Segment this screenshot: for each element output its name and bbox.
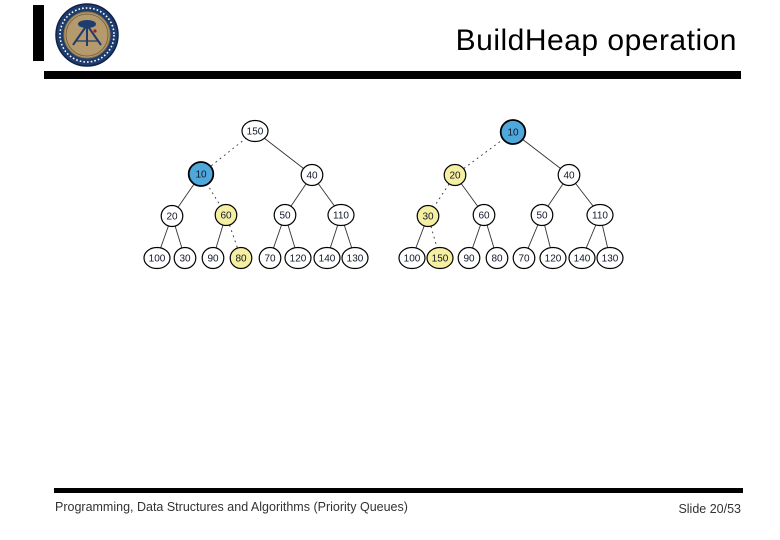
- tree-node-80: 80: [229, 246, 253, 270]
- tree-node-30: 30: [173, 246, 197, 270]
- svg-text:140: 140: [319, 254, 336, 265]
- tree-node-60: 60: [472, 203, 496, 227]
- svg-text:30: 30: [179, 254, 191, 265]
- svg-text:40: 40: [306, 171, 318, 182]
- svg-text:20: 20: [166, 212, 178, 223]
- tree-node-40: 40: [557, 163, 581, 187]
- tree-node-90: 90: [457, 246, 481, 270]
- tree-node-110: 110: [327, 203, 355, 227]
- svg-text:130: 130: [602, 254, 619, 265]
- svg-text:110: 110: [592, 211, 608, 222]
- slide-number: Slide 20/53: [678, 502, 741, 516]
- svg-text:100: 100: [149, 254, 166, 265]
- svg-text:40: 40: [563, 171, 575, 182]
- tree-node-70: 70: [512, 246, 536, 270]
- tree-node-120: 120: [284, 246, 312, 270]
- svg-text:10: 10: [195, 170, 207, 181]
- svg-text:60: 60: [478, 211, 490, 222]
- tree-node-60: 60: [214, 203, 238, 227]
- tree-node-130: 130: [341, 246, 369, 270]
- tree-node-50: 50: [530, 203, 554, 227]
- tree-node-10: 10: [187, 161, 215, 187]
- tree-node-150: 150: [426, 246, 454, 270]
- tree-node-120: 120: [539, 246, 567, 270]
- tree-node-140: 140: [568, 246, 596, 270]
- tree-node-50: 50: [273, 203, 297, 227]
- tree-edge: [427, 215, 441, 259]
- svg-text:120: 120: [545, 254, 562, 265]
- left-accent-bar: [33, 5, 44, 61]
- university-seal-icon: [55, 3, 119, 67]
- tree-node-40: 40: [300, 163, 324, 187]
- svg-text:80: 80: [235, 254, 247, 265]
- tree-node-20: 20: [160, 204, 184, 228]
- svg-text:50: 50: [279, 211, 291, 222]
- tree-node-10: 10: [499, 119, 527, 145]
- svg-text:110: 110: [333, 211, 349, 222]
- svg-text:10: 10: [507, 128, 519, 139]
- tree-node-110: 110: [586, 203, 614, 227]
- svg-text:150: 150: [247, 127, 264, 138]
- svg-text:50: 50: [536, 211, 548, 222]
- tree-node-150: 150: [241, 119, 269, 143]
- tree-node-100: 100: [398, 246, 426, 270]
- svg-text:60: 60: [220, 211, 232, 222]
- tree-node-140: 140: [313, 246, 341, 270]
- tree-node-80: 80: [485, 246, 509, 270]
- svg-text:100: 100: [404, 254, 421, 265]
- svg-text:70: 70: [518, 254, 530, 265]
- svg-text:90: 90: [207, 254, 219, 265]
- svg-text:140: 140: [574, 254, 591, 265]
- footer-course-label: Programming, Data Structures and Algorit…: [55, 500, 408, 514]
- tree-node-30: 30: [416, 204, 440, 228]
- header-rule: [44, 71, 741, 79]
- tree-node-130: 130: [596, 246, 624, 270]
- tree-node-70: 70: [258, 246, 282, 270]
- svg-text:120: 120: [290, 254, 307, 265]
- tree-node-90: 90: [201, 246, 225, 270]
- svg-text:130: 130: [347, 254, 364, 265]
- svg-text:70: 70: [264, 254, 276, 265]
- footer-rule: [54, 488, 743, 493]
- svg-text:20: 20: [449, 171, 461, 182]
- svg-text:80: 80: [491, 254, 503, 265]
- university-logo: [54, 2, 120, 68]
- svg-text:150: 150: [432, 254, 449, 265]
- logo-emblem-icon: [72, 20, 102, 46]
- svg-text:90: 90: [463, 254, 475, 265]
- heap-after-final-percolate: 10 20 40 30 60 50 110 100 150 90 80 70 120 140 130: [398, 119, 624, 270]
- tree-node-20: 20: [443, 163, 467, 187]
- tree-node-100: 100: [143, 246, 171, 270]
- svg-text:30: 30: [422, 212, 434, 223]
- heap-before-final-percolate: 150 10 40 20 60 50 110 100 30 90 80 70 120 140 130: [143, 119, 369, 270]
- slide-title: BuildHeap operation: [455, 24, 737, 57]
